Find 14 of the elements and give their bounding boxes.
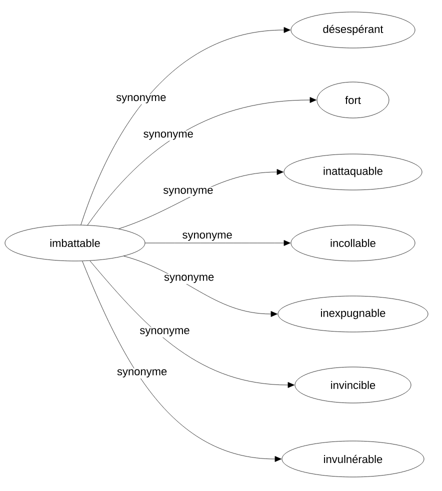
arrow [82, 260, 282, 462]
edge-label: synonyme [181, 232, 234, 242]
arrow [145, 240, 290, 246]
edge-label: synonyme [115, 94, 168, 104]
arrow [124, 256, 278, 317]
edge-label: synonyme [162, 186, 214, 198]
arrow [118, 169, 284, 229]
edge-label: synonyme [163, 274, 216, 284]
arrow [90, 260, 294, 388]
edge-label: synonyme [116, 368, 168, 378]
arrow [87, 97, 316, 226]
edge-label: synonyme [138, 327, 191, 338]
edge-label: synonyme [142, 130, 194, 141]
arrow [80, 27, 290, 226]
